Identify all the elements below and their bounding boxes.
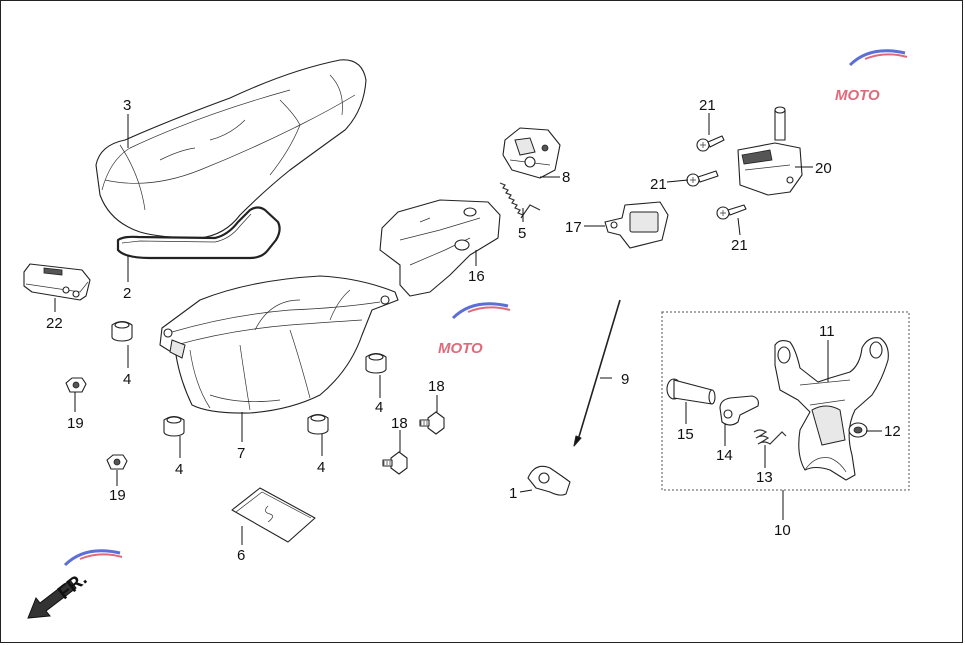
front-direction-arrow-icon (27, 579, 77, 619)
seat-gasket-part (116, 206, 281, 260)
callout-22: 22 (46, 315, 63, 332)
callout-4: 4 (317, 459, 325, 476)
callout-13: 13 (756, 469, 773, 486)
callout-10: 10 (774, 522, 791, 539)
callout-12: 12 (884, 423, 901, 440)
latch-housing-part (604, 201, 669, 249)
callout-2: 2 (123, 285, 131, 302)
moto-watermark-logo-icon: MOTO (438, 302, 511, 357)
screw-part (696, 135, 725, 152)
callout-21: 21 (650, 176, 667, 193)
cam-lever-part (719, 395, 759, 426)
rubber-bumper-part (163, 415, 185, 437)
screw-part (716, 204, 747, 220)
flange-bolt-part (382, 451, 408, 475)
callout-8: 8 (562, 169, 570, 186)
nut-part (65, 377, 87, 393)
callout-3: 3 (123, 97, 131, 114)
callout-6: 6 (237, 547, 245, 564)
helmet-hook-bracket-part (774, 337, 889, 481)
callout-7: 7 (237, 445, 245, 462)
leader-lines (54, 113, 882, 545)
callout-19: 19 (67, 415, 84, 432)
callout-15: 15 (677, 426, 694, 443)
callout-4: 4 (175, 461, 183, 478)
watermark-text: MOTO (438, 340, 483, 357)
callout-18: 18 (428, 378, 445, 395)
callout-9: 9 (621, 371, 629, 388)
rubber-bumper-part (111, 320, 133, 342)
rubber-bumper-part (307, 413, 329, 435)
callout-19: 19 (109, 487, 126, 504)
bracket-cover-part (379, 199, 501, 297)
latch-spring-part (499, 182, 541, 219)
owner-manual-part (231, 487, 316, 543)
callout-21: 21 (699, 97, 716, 114)
washer-part (848, 422, 868, 438)
moto-watermark-logo-icon (63, 549, 123, 567)
callout-5: 5 (518, 225, 526, 242)
callout-4: 4 (375, 399, 383, 416)
latch-cover-part (23, 263, 91, 301)
callout-14: 14 (716, 447, 733, 464)
flange-bolt-part (419, 411, 445, 435)
pivot-pin-part (666, 378, 716, 405)
seat-part (95, 59, 367, 239)
cable-clamp-part (527, 465, 571, 496)
torsion-spring-part (753, 429, 787, 445)
seat-latch-part (502, 127, 561, 179)
callout-11: 11 (819, 323, 835, 340)
watermark-text: MOTO (835, 87, 880, 104)
hook-assembly-group-box (661, 311, 910, 491)
callout-21: 21 (731, 237, 748, 254)
callout-16: 16 (468, 268, 485, 285)
screw-part (686, 170, 719, 187)
callout-17: 17 (565, 219, 582, 236)
rubber-bumper-part (365, 352, 387, 374)
callout-1: 1 (509, 485, 517, 502)
nut-part (106, 454, 128, 470)
callout-4: 4 (123, 371, 131, 388)
moto-watermark-logo-icon: MOTO (835, 49, 908, 104)
luggage-box-part (159, 275, 399, 414)
lock-actuator-part (737, 106, 803, 196)
seat-release-cable-part (573, 299, 621, 447)
callout-20: 20 (815, 160, 832, 177)
callout-18: 18 (391, 415, 408, 432)
